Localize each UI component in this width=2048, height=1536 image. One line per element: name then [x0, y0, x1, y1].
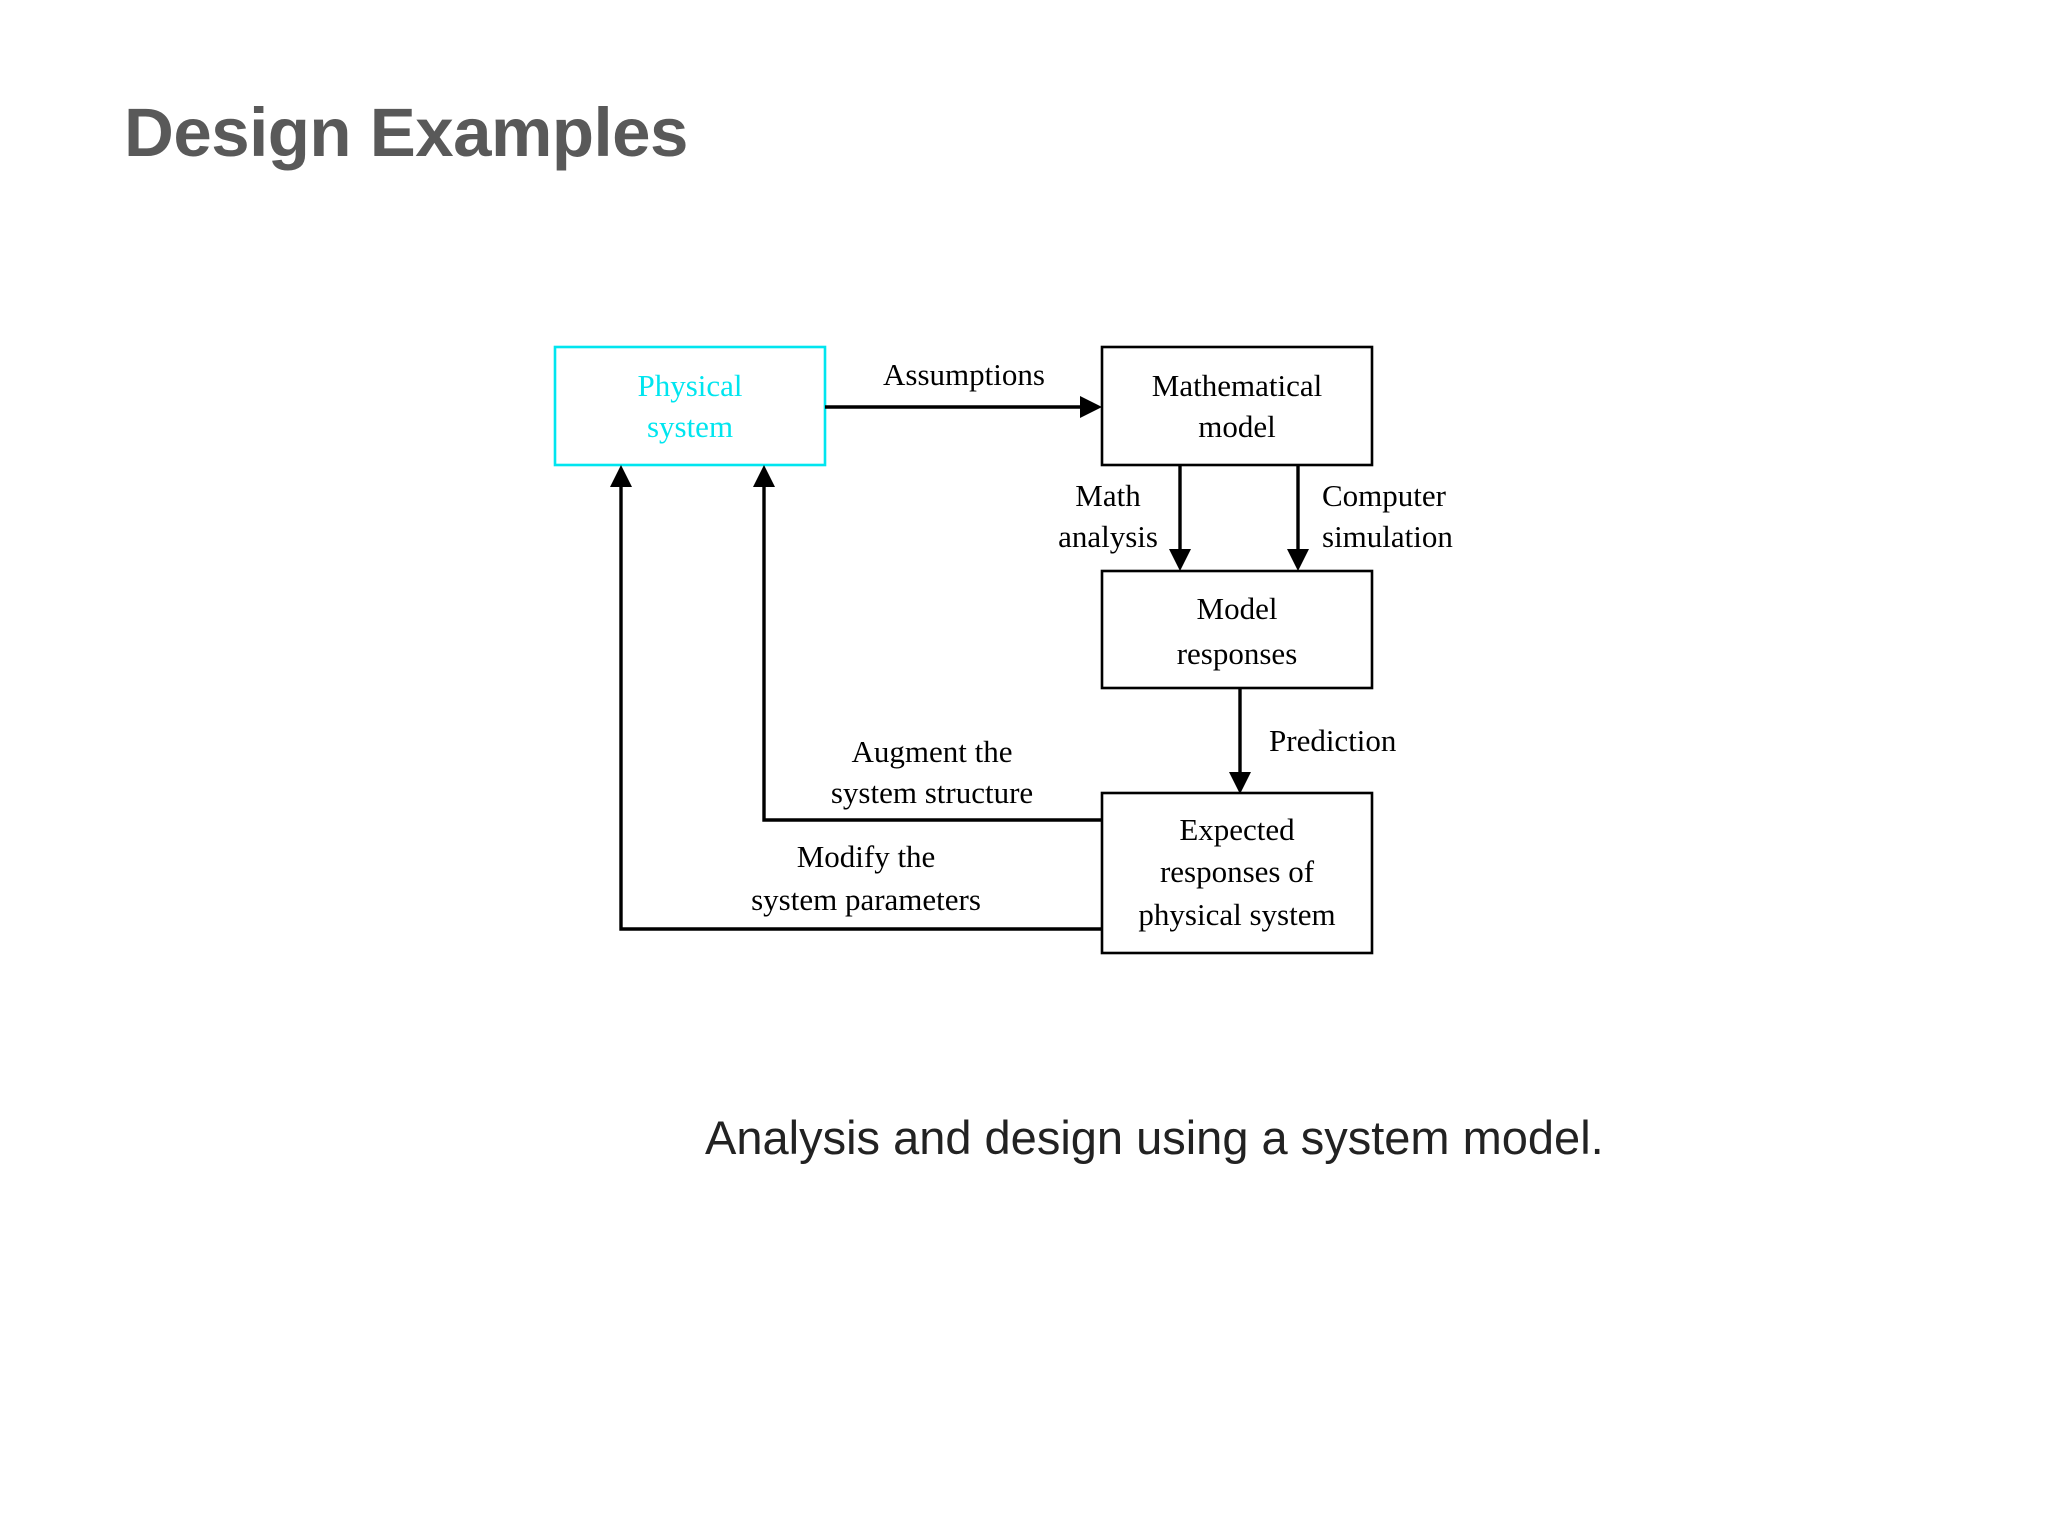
edge-computer-simulation: Computer simulation: [1287, 465, 1453, 571]
modify-arrow-line: [619, 485, 1102, 931]
expected-responses-label-line3: physical system: [1138, 897, 1335, 932]
modify-label-line2: system parameters: [751, 882, 981, 917]
mathematical-model-label-line1: Mathematical: [1152, 368, 1322, 403]
slide-title: Design Examples: [124, 94, 688, 171]
physical-system-label-line1: Physical: [637, 368, 742, 403]
expected-responses-box: [1100, 791, 1374, 955]
math-analysis-arrowhead: [1169, 549, 1191, 571]
augment-label-line2: system structure: [831, 775, 1033, 810]
augment-arrowhead: [753, 465, 775, 487]
edge-math-analysis: Math analysis: [1058, 465, 1191, 571]
mathematical-model-label-line2: model: [1198, 409, 1276, 444]
physical-system-box: [553, 345, 827, 467]
node-expected-responses: Expected responses of physical system: [1100, 791, 1374, 955]
prediction-arrowhead: [1229, 772, 1251, 794]
assumptions-label: Assumptions: [883, 357, 1045, 392]
math-analysis-label-line1: Math: [1075, 478, 1141, 513]
node-model-responses: Model responses: [1100, 569, 1374, 690]
modify-label-line1: Modify the: [797, 839, 936, 874]
augment-arrow-line: [762, 485, 1102, 822]
assumptions-arrowhead: [1080, 396, 1102, 418]
math-analysis-label-line2: analysis: [1058, 519, 1158, 554]
figure-caption: Analysis and design using a system model…: [705, 1111, 1604, 1164]
edge-assumptions: Assumptions: [825, 357, 1102, 418]
node-physical-system: Physical system: [553, 345, 827, 467]
expected-responses-label-line1: Expected: [1179, 812, 1295, 847]
edge-modify-parameters: Modify the system parameters: [610, 465, 1102, 931]
modify-arrowhead: [610, 465, 632, 487]
node-mathematical-model: Mathematical model: [1100, 345, 1374, 467]
computer-simulation-arrowhead: [1287, 549, 1309, 571]
edge-prediction: Prediction: [1229, 688, 1397, 794]
expected-responses-label-line2: responses of: [1160, 854, 1315, 889]
prediction-label: Prediction: [1269, 723, 1397, 758]
model-responses-label-line1: Model: [1197, 591, 1278, 626]
computer-simulation-label-line1: Computer: [1322, 478, 1447, 513]
model-responses-box: [1100, 569, 1374, 690]
augment-label-line1: Augment the: [852, 734, 1013, 769]
edge-augment-structure: Augment the system structure: [753, 465, 1102, 822]
model-responses-label-line2: responses: [1177, 636, 1298, 671]
physical-system-label-line2: system: [647, 409, 733, 444]
computer-simulation-label-line2: simulation: [1322, 519, 1453, 554]
mathematical-model-box: [1100, 345, 1374, 467]
